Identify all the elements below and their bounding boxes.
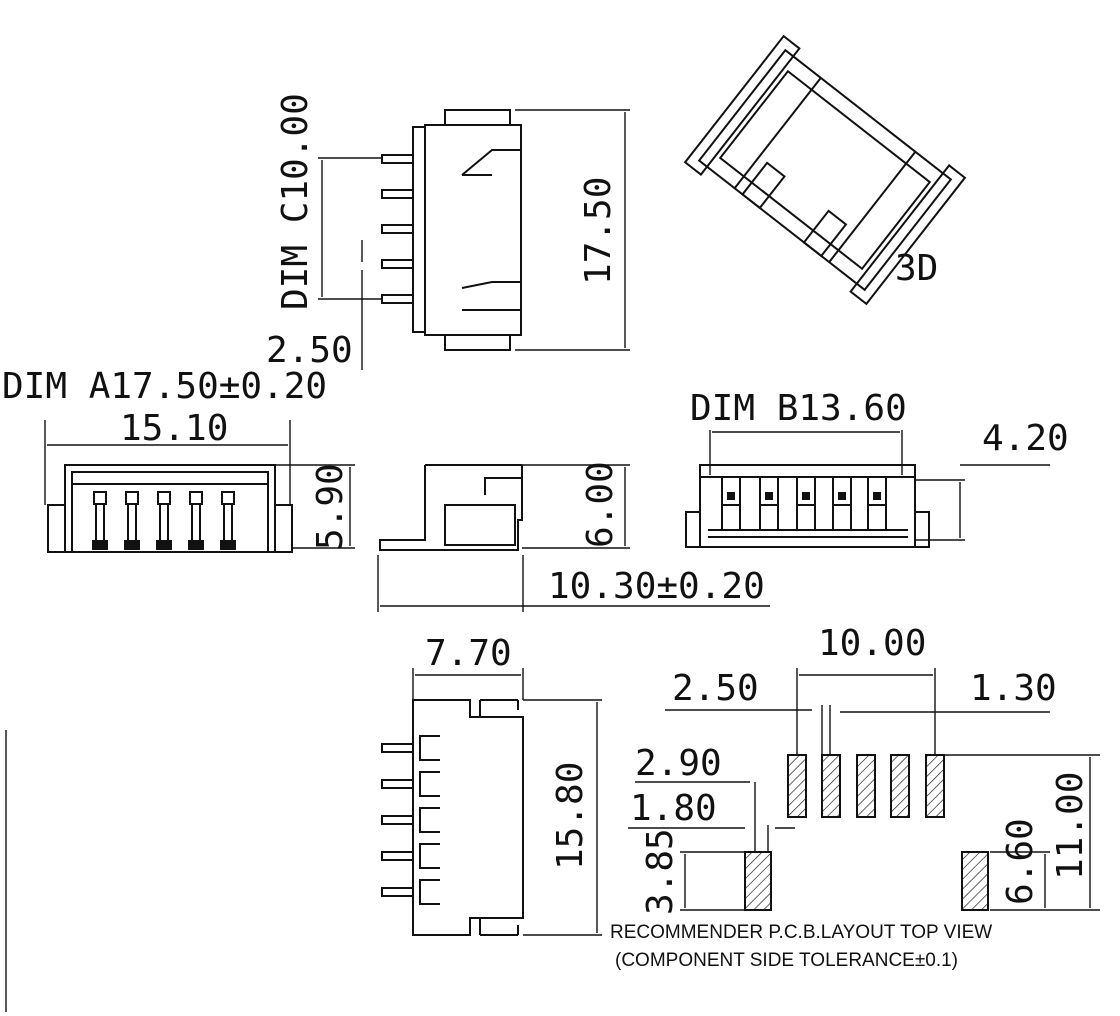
top-view [318, 109, 630, 370]
pcb-total-label: 11.00 [1050, 772, 1091, 880]
front-view [44, 420, 355, 553]
width-front-label: 15.10 [120, 408, 228, 449]
pcb-note-line1: RECOMMENDER P.C.B.LAYOUT TOP VIEW [610, 922, 992, 943]
pcb-pad-4 [890, 754, 910, 818]
pcb-pad-1 [787, 754, 807, 818]
pcb-mount-pad-right [961, 851, 989, 911]
pcb-pitch-label: 2.50 [672, 668, 759, 709]
height-top-label: 17.50 [578, 177, 619, 285]
height-bottom-label: 15.80 [550, 762, 591, 870]
depth-side-label: 10.30±0.20 [548, 566, 765, 607]
bottom-view [381, 668, 602, 936]
view-3d-label: 3D [895, 248, 938, 289]
pcb-mount-label: 6.60 [1000, 818, 1041, 905]
pcb-note-line2: (COMPONENT SIDE TOLERANCE±0.1) [615, 950, 958, 971]
pcb-lead-a-label: 2.90 [635, 743, 722, 784]
pcb-pad-2 [821, 754, 841, 818]
pitch-top-label: 2.50 [266, 330, 353, 371]
pcb-pad-w-label: 1.30 [970, 668, 1057, 709]
pcb-span-label: 10.00 [818, 623, 926, 664]
pcb-pad-3 [856, 754, 876, 818]
dim-b-label: DIM B13.60 [690, 388, 907, 429]
dim-c-label: DIM C10.00 [275, 93, 316, 310]
iso-view [683, 34, 967, 306]
height-front-label: 5.90 [310, 463, 351, 550]
dim-a-label: DIM A17.50±0.20 [2, 366, 327, 407]
pcb-lead-b-label: 1.80 [630, 788, 717, 829]
pcb-layout [628, 668, 1100, 911]
width-bottom-label: 7.70 [425, 633, 512, 674]
pcb-mount-pad-left [744, 851, 772, 911]
rear-height-label: 4.20 [982, 418, 1069, 459]
height-side-label: 6.00 [580, 461, 621, 548]
side-view [377, 464, 770, 612]
pcb-pad-h-label: 3.85 [640, 828, 681, 915]
pcb-pad-5 [925, 754, 945, 818]
rear-view [685, 430, 1050, 548]
